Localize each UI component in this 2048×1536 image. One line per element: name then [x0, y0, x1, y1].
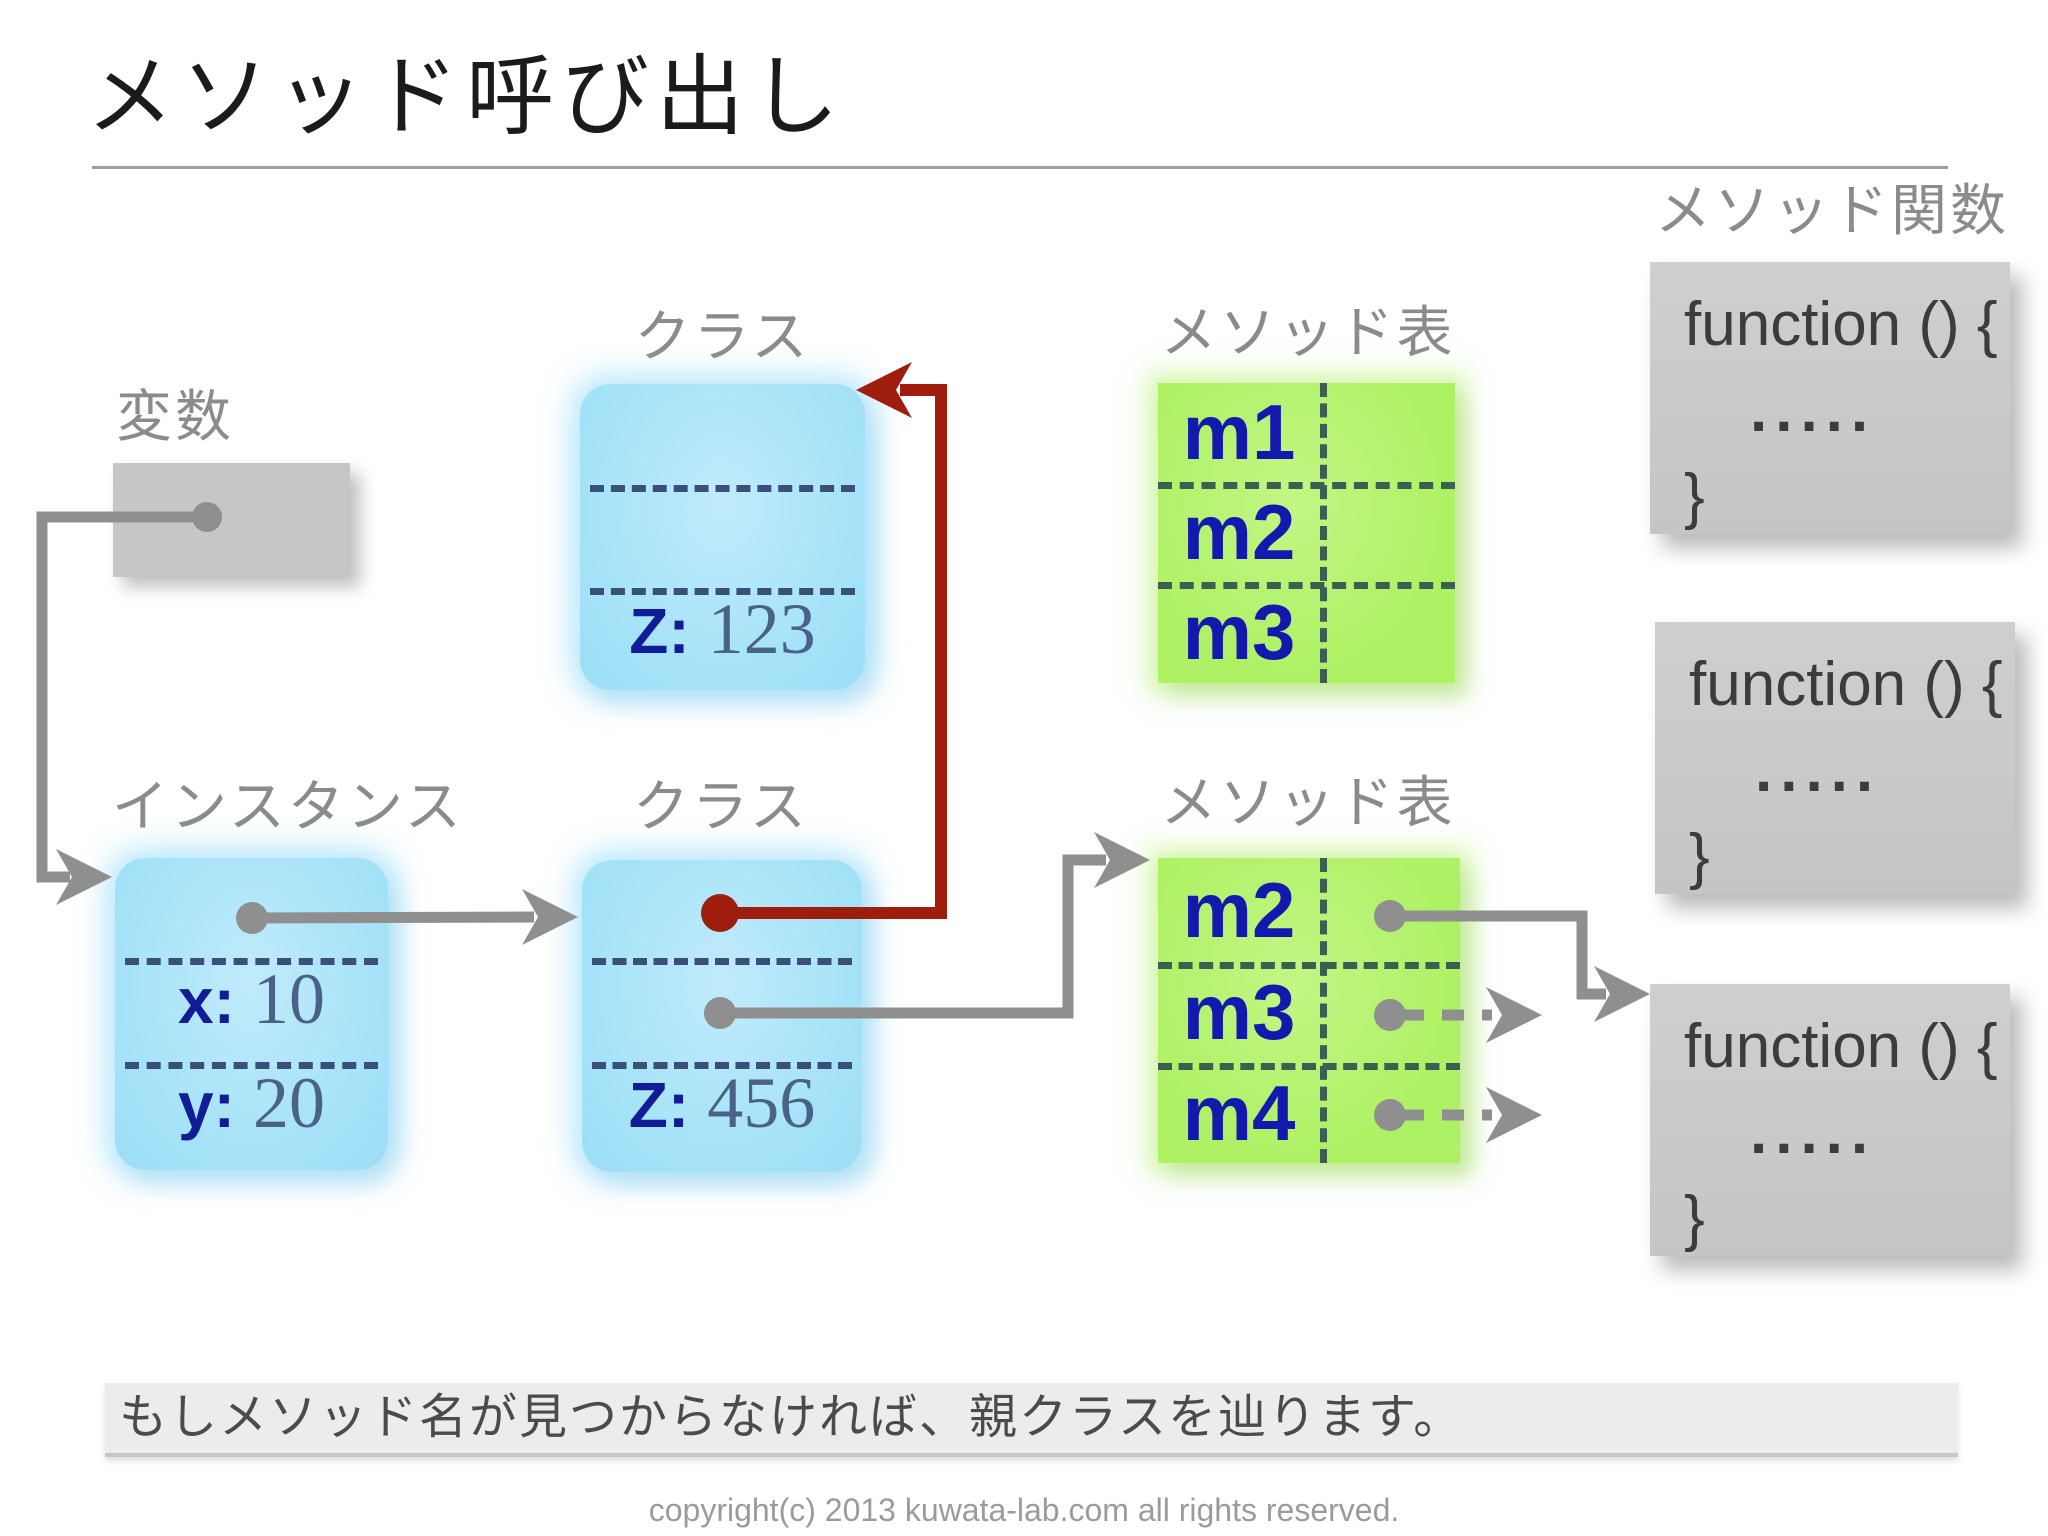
- method-table-top: m1 m2 m3: [1158, 383, 1455, 683]
- method-name: m3: [1182, 968, 1296, 1056]
- function-box-1: function () { ..... }: [1650, 262, 2010, 534]
- row-divider: [592, 1062, 852, 1069]
- function-code: function () { ..... }: [1684, 1004, 2000, 1262]
- function-code: function () { ..... }: [1684, 282, 2000, 540]
- arrowhead-class-to-method-table: [1094, 832, 1150, 888]
- function-open: function () {: [1689, 650, 2003, 719]
- function-close: }: [1689, 822, 1710, 891]
- field-value: 123: [707, 589, 816, 669]
- field-row: Z: 123: [580, 588, 865, 690]
- label-method-function: メソッド関数: [1655, 179, 2009, 242]
- field-name: x:: [178, 965, 235, 1037]
- row-divider: [592, 958, 852, 965]
- field-name: Z:: [628, 1069, 690, 1141]
- method-name: m2: [1182, 865, 1296, 954]
- field-value: 456: [707, 1063, 816, 1143]
- note-text: もしメソッド名が見つからなければ、親クラスを辿ります。: [119, 1391, 1464, 1444]
- row-divider: [1158, 1063, 1460, 1070]
- arrowhead-m3-dashed: [1486, 987, 1542, 1043]
- field-value: 10: [252, 959, 325, 1039]
- function-box-3: function () { ..... }: [1650, 984, 2010, 1256]
- method-table-bottom: m2 m3 m4: [1158, 858, 1460, 1163]
- function-body: .....: [1750, 376, 1877, 445]
- class-box-top: Z: 123: [580, 384, 865, 690]
- variable-box: [113, 463, 350, 577]
- field-name: y:: [178, 1069, 235, 1141]
- copyright: copyright(c) 2013 kuwata-lab.com all rig…: [648, 1492, 1400, 1528]
- label-method-table-bottom: メソッド表: [1160, 771, 1456, 834]
- row-divider: [1158, 582, 1455, 589]
- function-body: .....: [1755, 736, 1882, 805]
- method-name: m2: [1182, 487, 1296, 576]
- function-code: function () { ..... }: [1689, 642, 2005, 900]
- field-row: Z: 456: [582, 1062, 862, 1172]
- row-divider: [125, 958, 378, 965]
- row-divider: [125, 1062, 378, 1069]
- function-close: }: [1684, 462, 1705, 531]
- field-name: Z:: [629, 595, 690, 667]
- function-open: function () {: [1684, 1012, 1998, 1081]
- label-instance: インスタンス: [112, 775, 464, 838]
- label-variable: 変数: [116, 385, 234, 448]
- title-divider: [92, 166, 1948, 169]
- method-name: m1: [1182, 388, 1296, 476]
- arrowhead-m4-dashed: [1486, 1087, 1542, 1143]
- column-divider: [1320, 383, 1327, 683]
- arrowhead-m2-to-function: [1594, 966, 1650, 1022]
- note-bar: もしメソッド名が見つからなければ、親クラスを辿ります。: [105, 1383, 1958, 1457]
- field-value: 20: [252, 1063, 325, 1143]
- function-close: }: [1684, 1184, 1705, 1253]
- label-class-bottom: クラス: [633, 775, 809, 838]
- instance-box: x: 10 y: 20: [115, 858, 388, 1170]
- function-open: function () {: [1684, 290, 1998, 359]
- arrowhead-variable-to-instance: [56, 849, 112, 905]
- function-body: .....: [1750, 1098, 1877, 1167]
- method-name: m4: [1182, 1068, 1296, 1157]
- label-method-table-top: メソッド表: [1160, 301, 1456, 364]
- column-divider: [1320, 858, 1327, 1163]
- field-row: y: 20: [115, 1062, 388, 1170]
- method-name: m3: [1182, 588, 1296, 676]
- class-box-bottom: Z: 456: [582, 860, 862, 1172]
- row-divider: [590, 485, 855, 492]
- row-divider: [1158, 962, 1460, 969]
- row-divider: [1158, 482, 1455, 489]
- field-row: x: 10: [115, 958, 388, 1062]
- arrowhead-instance-to-class: [522, 889, 578, 945]
- page-title: メソッド呼び出し: [86, 47, 847, 146]
- label-class-top: クラス: [634, 305, 811, 368]
- function-box-2: function () { ..... }: [1655, 622, 2015, 894]
